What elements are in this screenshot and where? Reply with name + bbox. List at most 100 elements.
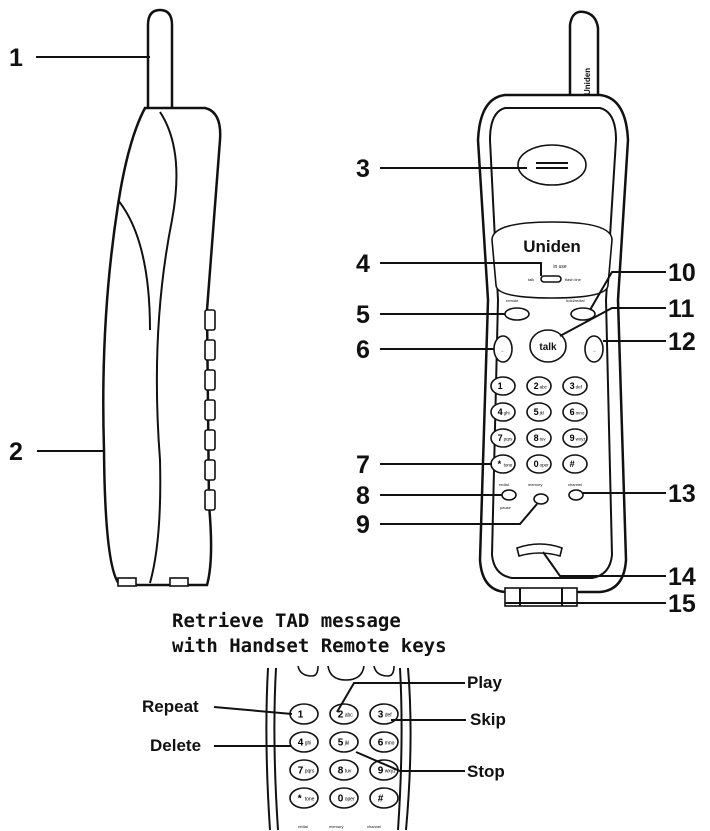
charging-contacts	[504, 587, 578, 607]
remote-top-key-center	[327, 665, 365, 681]
front-key-digit: 9	[570, 433, 575, 443]
repeat-label: Repeat	[142, 697, 199, 716]
callout-15: 15	[668, 590, 696, 618]
front-view-handset: Uniden Uniden in use talk flash line rem…	[476, 10, 630, 607]
remote-key-2[interactable]	[329, 703, 359, 725]
remote-key-6[interactable]	[369, 731, 399, 753]
front-key-1[interactable]	[490, 376, 516, 396]
remote-key-letters: ghi	[305, 741, 312, 747]
talk-key-label: talk	[539, 342, 557, 353]
mode-line-label: in use	[553, 264, 567, 270]
hold-key-label: hold/redial	[566, 298, 585, 303]
remote-key-8[interactable]	[329, 759, 359, 781]
front-key-8[interactable]	[526, 428, 552, 448]
remote-key-letters: jkl	[344, 741, 350, 747]
callout-10: 10	[668, 259, 696, 287]
front-key-letters: jkl	[539, 410, 544, 415]
indicator-lights	[540, 275, 562, 283]
front-key-digit: 0	[534, 459, 539, 469]
remote-key-digit: 0	[338, 794, 344, 805]
memory-key[interactable]	[533, 493, 549, 505]
remote-left-edge	[265, 667, 271, 831]
remote-key-digit: 4	[298, 738, 304, 749]
remote-right-edge	[405, 667, 412, 831]
remote-right-edge-inner	[397, 667, 403, 831]
side-body	[102, 106, 222, 587]
remote-channel-label: channel	[367, 824, 381, 829]
front-key-digit: *	[498, 459, 502, 469]
remote-key-letters: tone	[305, 797, 315, 803]
remote-key-12[interactable]	[369, 787, 399, 809]
front-key-2[interactable]	[526, 376, 552, 396]
callout-8: 8	[356, 482, 370, 510]
front-key-9[interactable]	[562, 428, 588, 448]
front-key-12[interactable]	[562, 454, 588, 474]
remote-key-1[interactable]	[289, 703, 319, 725]
front-key-letters: wxyz	[576, 436, 587, 441]
remote-redial-label: redial	[298, 824, 308, 829]
remote-key-5[interactable]	[329, 731, 359, 753]
talk-key[interactable]	[529, 329, 567, 363]
side-foot-right	[169, 577, 189, 587]
memory-label: memory	[528, 482, 542, 487]
front-key-11[interactable]	[526, 454, 552, 474]
front-key-letters: mno	[576, 410, 585, 415]
callout-5: 5	[356, 301, 370, 329]
remote-heading-line-1: Retrieve TAD message	[172, 610, 401, 632]
hold-redial-key[interactable]	[570, 307, 596, 321]
right-nav-key[interactable]	[584, 335, 604, 363]
front-key-digit: 5	[534, 407, 539, 417]
front-key-4[interactable]	[490, 402, 516, 422]
remote-top-key-left	[297, 665, 319, 677]
front-key-7[interactable]	[490, 428, 516, 448]
side-antenna	[146, 8, 174, 114]
redial-label: redial	[499, 482, 509, 487]
callout-2: 2	[9, 438, 23, 466]
front-key-6[interactable]	[562, 402, 588, 422]
front-antenna	[568, 10, 600, 104]
stop-leader	[355, 751, 465, 772]
channel-key[interactable]	[568, 489, 584, 501]
remote-key-10[interactable]	[289, 787, 319, 809]
front-key-digit: #	[570, 459, 575, 469]
remote-key-digit: 8	[338, 766, 344, 777]
front-key-digit: 7	[498, 433, 503, 443]
callout-line-11	[559, 307, 666, 337]
remote-key-digit: 5	[338, 738, 344, 749]
remote-key-digit: 3	[378, 710, 384, 721]
remote-key-letters: tuv	[345, 769, 352, 775]
callout-line-9	[380, 503, 538, 525]
channel-label: channel	[568, 482, 582, 487]
front-key-5[interactable]	[526, 402, 552, 422]
remote-key-digit: 6	[378, 738, 384, 749]
side-body-curve	[149, 111, 178, 584]
skip-label: Skip	[470, 710, 506, 729]
remote-key-digit: *	[298, 794, 302, 805]
front-key-letters: oper	[540, 462, 550, 467]
remote-key-label: remote	[506, 298, 519, 303]
front-key-digit: 4	[498, 407, 503, 417]
callout-12: 12	[668, 328, 696, 356]
callout-3: 3	[356, 155, 370, 183]
redial-pause-key[interactable]	[501, 489, 517, 501]
callout-4: 4	[356, 250, 370, 278]
front-key-digit: 2	[534, 381, 539, 391]
front-key-digit: 1	[498, 381, 503, 391]
front-brand: Uniden	[523, 237, 581, 256]
side-foot-left	[117, 577, 137, 587]
front-key-3[interactable]	[562, 376, 588, 396]
remote-key-4[interactable]	[289, 731, 319, 753]
remote-key-7[interactable]	[289, 759, 319, 781]
remote-heading-line-2: with Handset Remote keys	[172, 635, 447, 657]
delete-label: Delete	[150, 736, 201, 755]
front-key-letters: ghi	[504, 410, 510, 415]
remote-key-letters: abc	[345, 713, 354, 719]
front-key-digit: 8	[534, 433, 539, 443]
remote-key-11[interactable]	[329, 787, 359, 809]
microphone-slot	[516, 543, 563, 558]
remote-key[interactable]	[504, 307, 530, 321]
front-key-letters: tone	[504, 462, 513, 467]
